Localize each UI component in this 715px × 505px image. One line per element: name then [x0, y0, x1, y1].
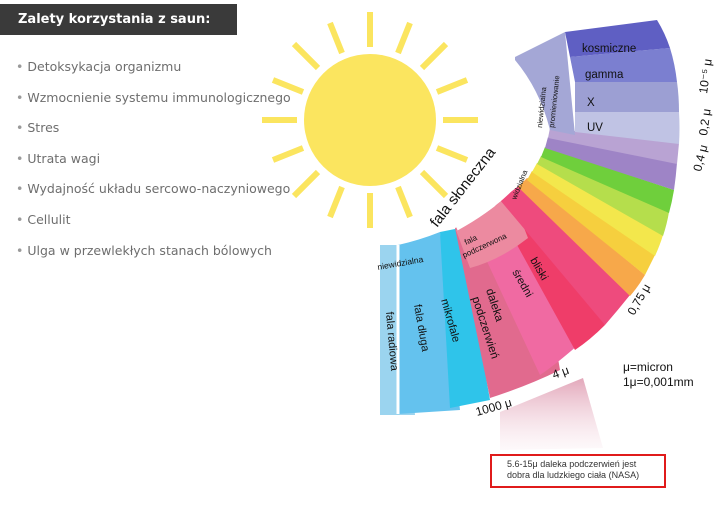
- page-header: Zalety korzystania z saun:: [0, 4, 237, 35]
- list-item: •Utrata wagi: [16, 150, 291, 181]
- note-line: dobra dla ludzkiego ciała (NASA): [507, 470, 640, 480]
- spectrum-bands: [380, 20, 680, 415]
- list-item: •Stres: [16, 119, 291, 150]
- wavelength-1e-5: 10⁻⁵ μ: [696, 58, 715, 95]
- label-cosmic: kosmiczne: [582, 43, 636, 55]
- label-x: X: [587, 97, 595, 109]
- benefits-list: •Detoksykacja organizmu •Wzmocnienie sys…: [16, 58, 291, 272]
- band-yellow-dark: [527, 171, 655, 275]
- band-orange: [518, 178, 645, 296]
- wavelength-0-2: 0,2 μ: [696, 108, 714, 137]
- band-x: [575, 82, 679, 112]
- micron-legend-line: μ=micron: [623, 360, 673, 374]
- bullet-icon: •: [16, 242, 24, 258]
- sun-icon: [262, 12, 478, 228]
- micron-legend: μ=micron 1μ=0,001mm: [623, 360, 694, 390]
- band-gamma: [570, 48, 677, 82]
- list-item-label: Ulga w przewlekłych stanach bólowych: [27, 242, 272, 258]
- band-microwave: [440, 228, 490, 408]
- note-line: 5.6-15μ daleka podczerwień jest: [507, 459, 637, 469]
- band-uv: [575, 112, 680, 144]
- band-green: [541, 147, 674, 213]
- band-cosmic: [565, 20, 670, 57]
- band-red: [500, 185, 630, 325]
- bullet-icon: •: [16, 120, 24, 136]
- arc-dividers: [396, 141, 547, 414]
- label-invisible-outer-1: niewidzialna: [535, 86, 548, 128]
- bullet-icon: •: [16, 211, 24, 227]
- micron-legend-line: 1μ=0,001mm: [623, 375, 694, 389]
- bullet-icon: •: [16, 59, 24, 74]
- list-item: •Wydajność układu sercowo-naczyniowego: [16, 180, 291, 211]
- band-yellow: [532, 163, 663, 256]
- list-item-label: Cellulit: [27, 211, 71, 227]
- header-title: Zalety korzystania z saun:: [18, 12, 211, 27]
- list-item: •Wzmocnienie systemu immunologicznego: [16, 89, 291, 120]
- list-item: •Ulga w przewlekłych stanach bólowych: [16, 242, 291, 273]
- list-item-label: Detoksykacja organizmu: [27, 59, 182, 74]
- label-radio: fala radiowa: [383, 311, 400, 372]
- band-violet: [545, 137, 677, 190]
- nasa-note: 5.6-15μ daleka podczerwień jest dobra dl…: [490, 454, 666, 488]
- sun-rays: [262, 12, 478, 228]
- list-item-label: Stres: [27, 120, 60, 136]
- far-infrared-beam: [500, 378, 603, 450]
- bullet-icon: •: [16, 181, 24, 197]
- list-item: •Cellulit: [16, 211, 291, 242]
- label-gamma: gamma: [585, 69, 624, 81]
- label-uv: UV: [587, 122, 603, 134]
- band-lime: [537, 156, 669, 236]
- list-item-label: Utrata wagi: [27, 150, 101, 166]
- wavelength-0-4: 0,4 μ: [690, 143, 710, 173]
- list-item: •Detoksykacja organizmu: [16, 58, 291, 89]
- bullet-icon: •: [16, 89, 24, 105]
- band-invisible-outer: [515, 32, 575, 135]
- sun-disc: [304, 54, 436, 186]
- list-item-label: Wzmocnienie systemu immunologicznego: [27, 89, 291, 105]
- band-violet-light: [548, 128, 679, 164]
- wavelength-4: 4 μ: [550, 363, 571, 382]
- bullet-icon: •: [16, 150, 24, 166]
- list-item-label: Wydajność układu sercowo-naczyniowego: [27, 181, 291, 197]
